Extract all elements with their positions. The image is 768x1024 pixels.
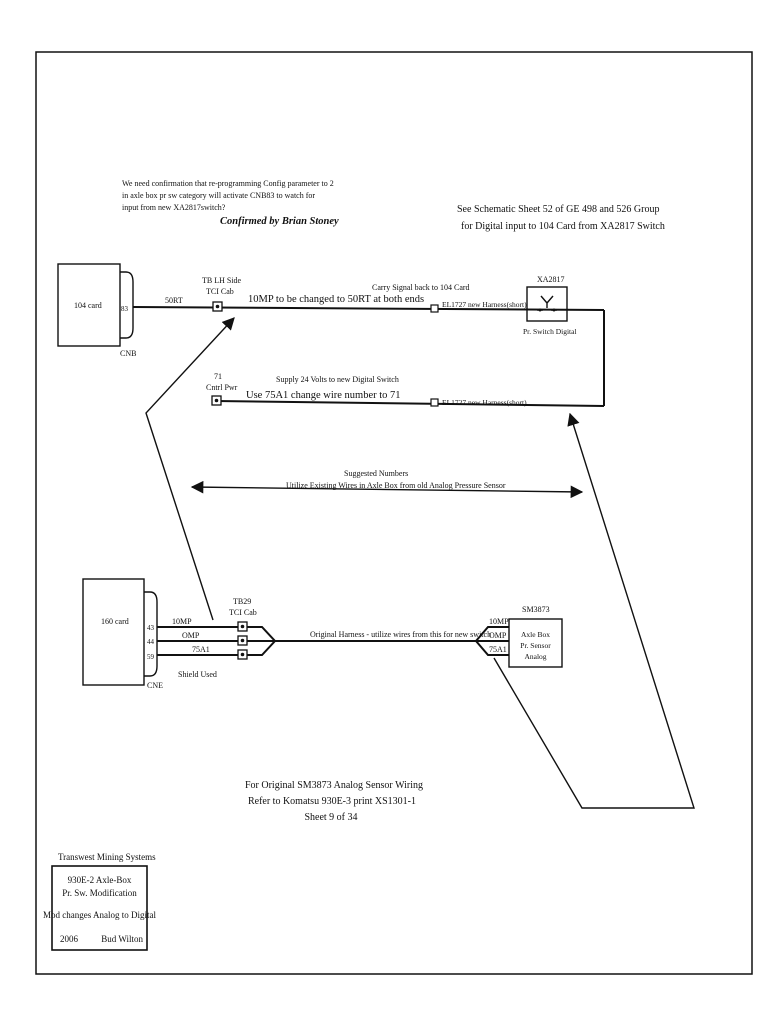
- card-104: 104 card 83 CNB: [57, 263, 136, 358]
- sm3873-label: SM3873: [522, 605, 550, 614]
- wire-mid-change-note: Use 75A1 change wire number to 71: [246, 390, 401, 401]
- arrow-to-tb-lh: [145, 317, 235, 621]
- title-block-author: Bud Wilton: [101, 934, 143, 944]
- schematic-ref-line-2: for Digital input to 104 Card from XA281…: [461, 221, 665, 232]
- title-block-year: 2006: [60, 934, 79, 944]
- tb29-terminals: [237, 621, 248, 660]
- shield-used-label: Shield Used: [178, 670, 217, 679]
- original-harness-label: Original Harness - utilize wires from th…: [310, 630, 491, 639]
- sm3873-box-line-3: Analog: [524, 652, 546, 661]
- title-block: Transwest Mining Systems 930E-2 Axle-Box…: [43, 852, 156, 951]
- tb29-line-1: TB29: [233, 597, 251, 606]
- card-160-label: 160 card: [101, 617, 129, 626]
- card-104-pin: 83: [121, 305, 129, 313]
- mid-harness-splice: [430, 398, 439, 407]
- carry-signal-note: Carry Signal back to 104 Card: [372, 283, 470, 292]
- wire-10mp-label-left: 10MP: [172, 617, 192, 626]
- xa2817-label: XA2817: [537, 275, 565, 284]
- suggested-double-arrow: [190, 480, 584, 499]
- xa2817-caption: Pr. Switch Digital: [523, 327, 577, 336]
- sm3873-sensor: SM3873 10MP OMP 75A1 Axle Box Pr. Sensor…: [489, 605, 563, 668]
- top-harness-label: EL1727 new Harness(short): [442, 300, 527, 309]
- sm3873-box-line-1: Axle Box: [521, 630, 550, 639]
- sm3873-box-line-2: Pr. Sensor: [520, 641, 551, 650]
- wire-mid: [215, 400, 605, 407]
- xa2817-switch: XA2817 Pr. Switch Digital: [523, 275, 577, 336]
- title-block-line-1: 930E-2 Axle-Box: [68, 875, 132, 885]
- tb29-terminal-2-dot: [240, 638, 245, 643]
- wire-omp-label-right: OMP: [489, 631, 507, 640]
- tb29-terminal-1-dot: [240, 624, 245, 629]
- card-160-connector-label: CNE: [147, 681, 163, 690]
- card-160-box: [82, 578, 145, 686]
- tb-lh-line-2: TCI Cab: [206, 287, 234, 296]
- suggested-title: Suggested Numbers: [344, 469, 408, 478]
- confirmed-by: Confirmed by Brian Stoney: [220, 216, 339, 227]
- tb-lh-line-1: TB LH Side: [202, 276, 242, 285]
- original-harness-bundle: [247, 626, 509, 656]
- card-104-box: [57, 263, 121, 347]
- confirmation-line-2: in axle box pr sw category will activate…: [122, 191, 315, 200]
- confirmation-line-3: input from new XA2817switch?: [122, 203, 226, 212]
- card-104-label: 104 card: [74, 301, 102, 310]
- wire-top-change-note: 10MP to be changed to 50RT at both ends: [248, 294, 424, 305]
- term-71-terminal-dot: [214, 398, 219, 403]
- switch-contact-right: [552, 308, 556, 312]
- switch-contact-left: [538, 308, 542, 312]
- original-ref-line-1: For Original SM3873 Analog Sensor Wiring: [245, 780, 423, 791]
- term-71-line-2: Cntrl Pwr: [206, 383, 238, 392]
- title-block-company: Transwest Mining Systems: [58, 852, 156, 862]
- card-160-pin-44: 44: [147, 638, 155, 646]
- switch-symbol-icon: [537, 295, 557, 311]
- title-block-line-2: Pr. Sw. Modification: [62, 888, 137, 898]
- schematic-reference: See Schematic Sheet 52 of GE 498 and 526…: [457, 204, 665, 232]
- wire-omp-label-left: OMP: [182, 631, 200, 640]
- sm3873-box: [508, 618, 563, 668]
- page-border: [35, 51, 753, 975]
- mid-harness-label: EL1727 new Harness(short): [442, 398, 527, 407]
- top-harness-splice: [430, 304, 439, 313]
- card-104-connector: [120, 271, 134, 339]
- card-160-connector: [144, 591, 158, 677]
- original-ref-line-2: Refer to Komatsu 930E-3 print XS1301-1: [248, 796, 416, 807]
- wire-75a1-label-right: 75A1: [489, 645, 507, 654]
- confirmation-line-1: We need confirmation that re-programming…: [122, 179, 334, 188]
- tb29-terminal-3-dot: [240, 652, 245, 657]
- wire-75a1-label-left: 75A1: [192, 645, 210, 654]
- term-71-line-1: 71: [214, 372, 222, 381]
- card-160-pin-59: 59: [147, 653, 155, 661]
- card-160-pin-43: 43: [147, 624, 155, 632]
- original-ref-line-3: Sheet 9 of 34: [304, 812, 357, 823]
- tb29-line-2: TCI Cab: [229, 608, 257, 617]
- schematic-ref-line-1: See Schematic Sheet 52 of GE 498 and 526…: [457, 204, 659, 215]
- wire-top: [132, 306, 605, 311]
- card-160: 160 card 43 44 59 CNE: [82, 578, 163, 690]
- confirmation-note: We need confirmation that re-programming…: [122, 179, 339, 227]
- wire-10mp-label-right: 10MP: [489, 617, 509, 626]
- card-104-connector-label: CNB: [120, 349, 136, 358]
- original-wiring-reference: For Original SM3873 Analog Sensor Wiring…: [245, 780, 423, 823]
- wire-50rt-label: 50RT: [165, 296, 183, 305]
- supply-note: Supply 24 Volts to new Digital Switch: [276, 375, 399, 384]
- title-block-line-3: Mod changes Analog to Digital: [43, 910, 156, 920]
- xa2817-box: [526, 286, 568, 322]
- arrow-to-right-wire: [493, 412, 695, 809]
- title-block-box: [51, 865, 148, 951]
- tb-lh-terminal-dot: [215, 304, 220, 309]
